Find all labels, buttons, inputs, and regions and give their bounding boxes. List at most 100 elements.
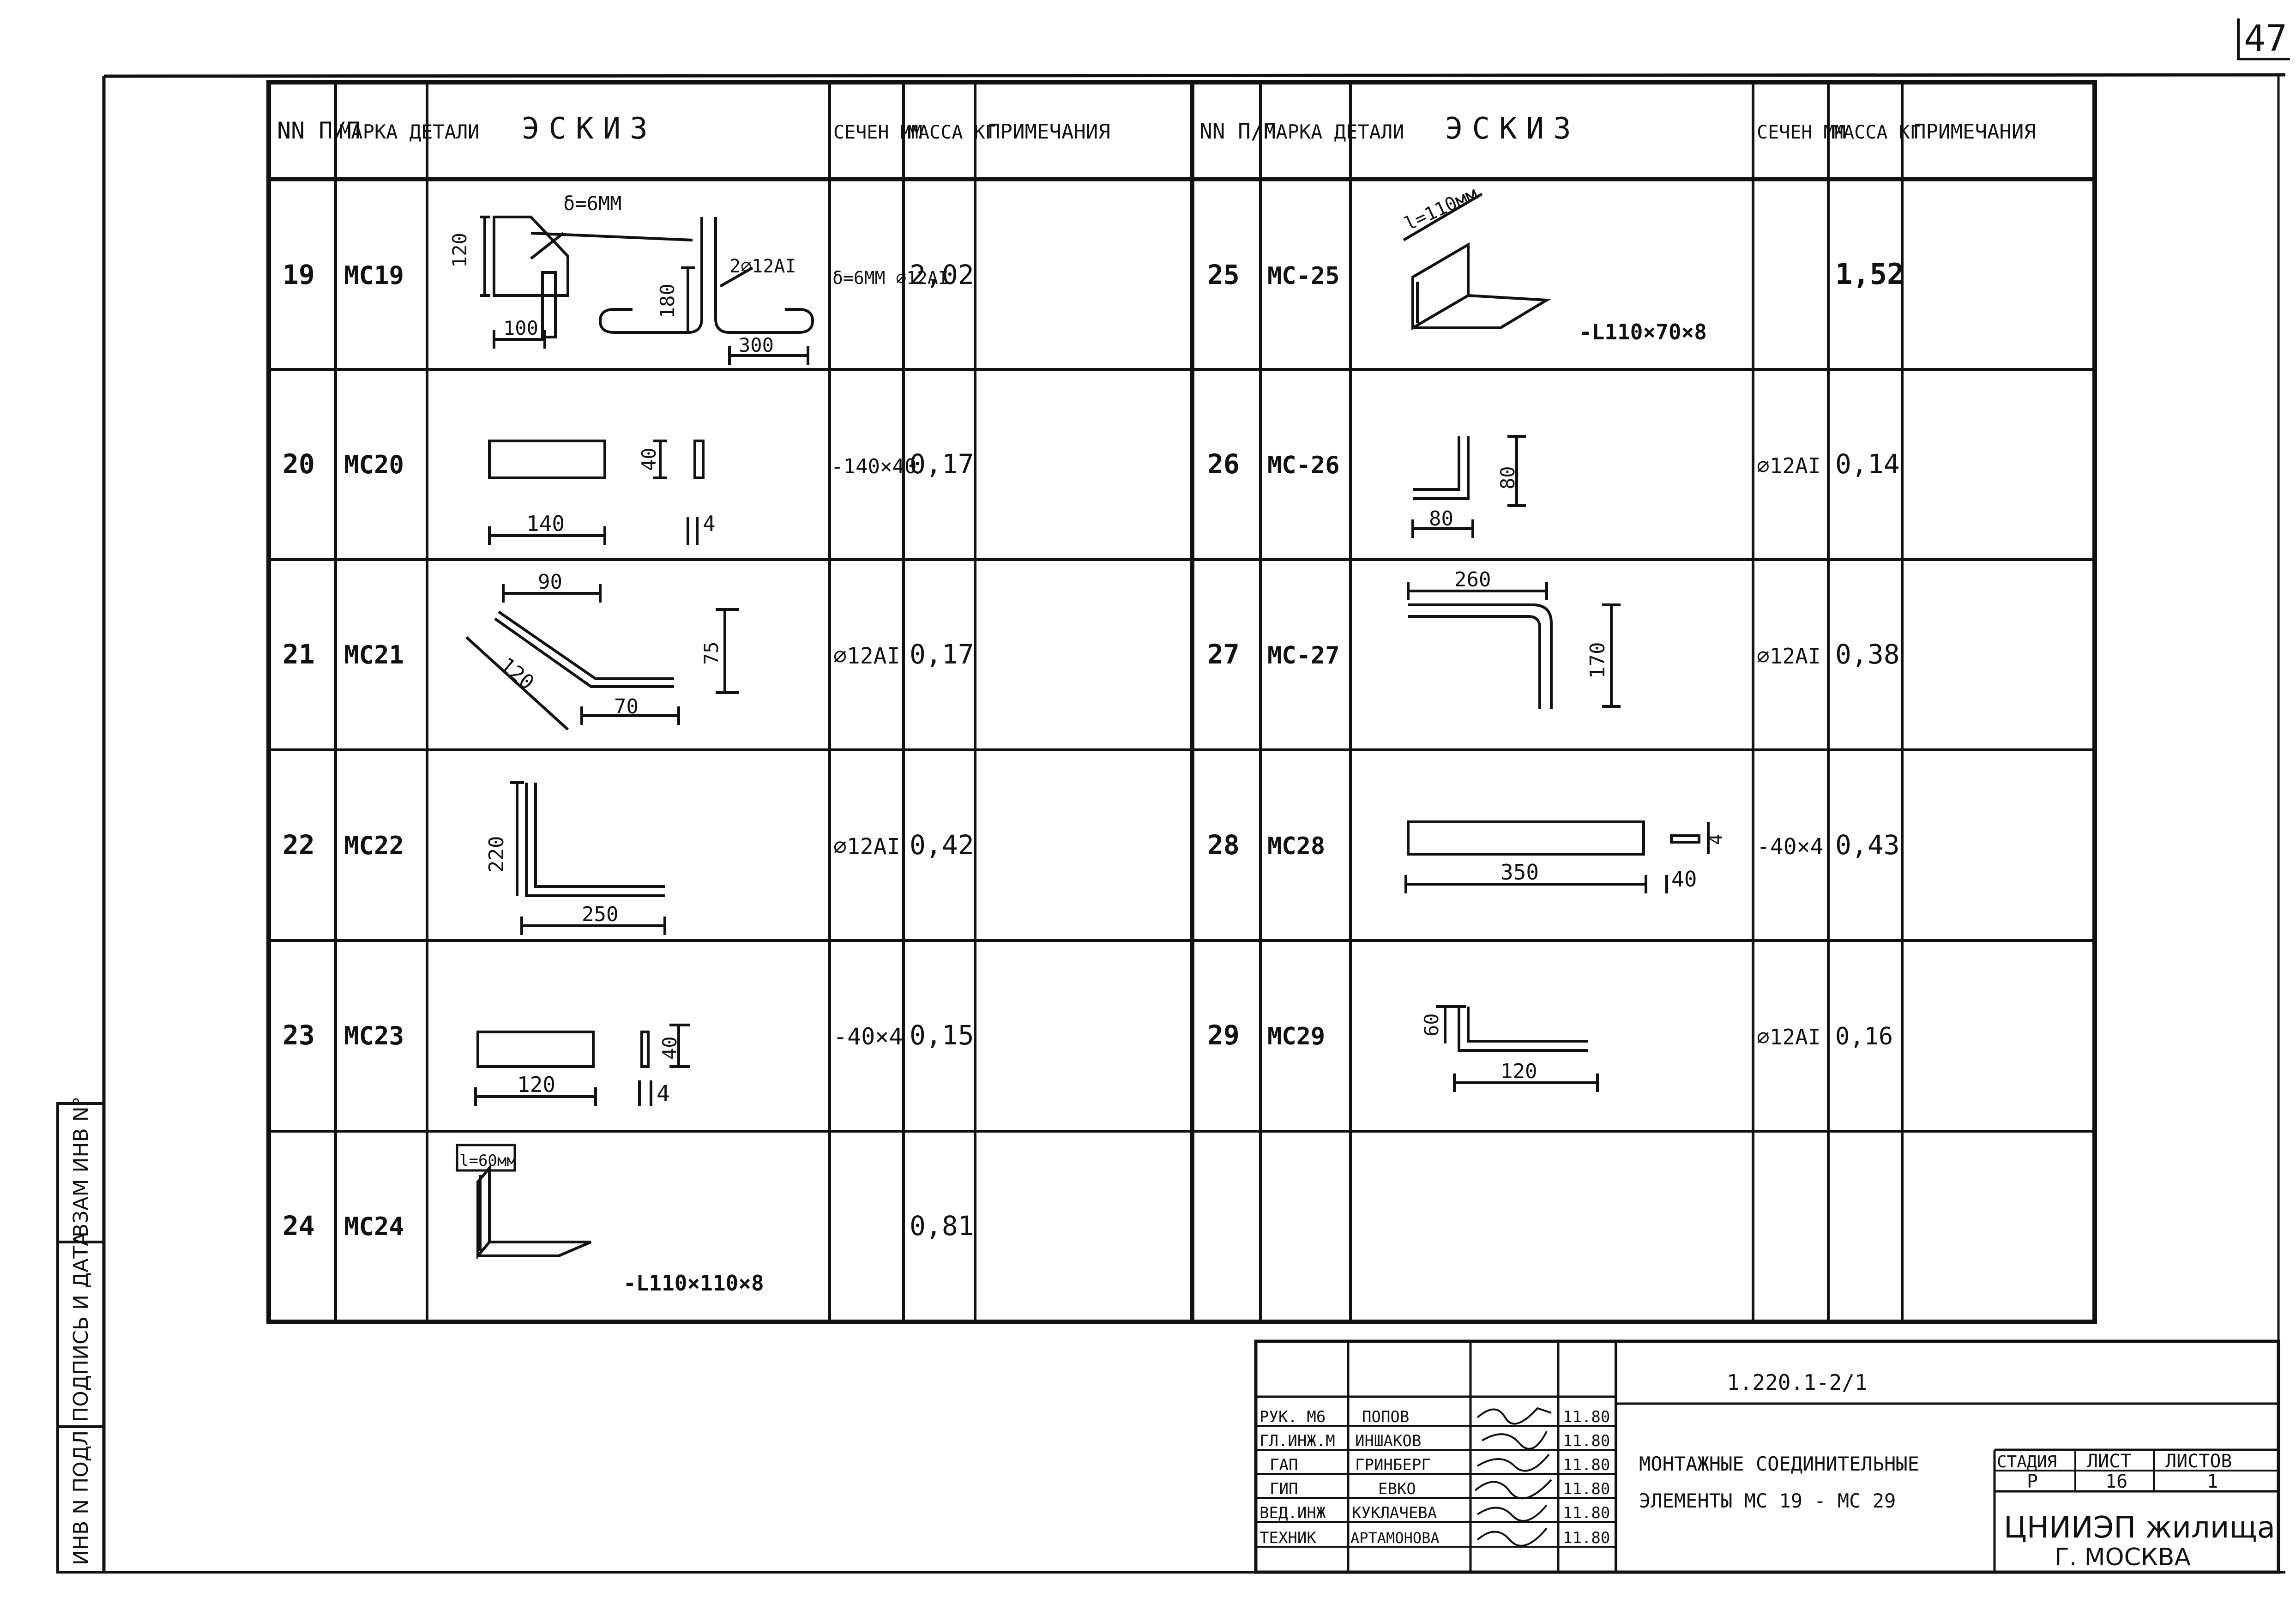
inv-no-label: ИНВ N ПОДЛ [69,1430,93,1565]
title-line-1: МОНТАЖНЫЕ СОЕДИНИТЕЛЬНЫЕ [1639,1453,1919,1475]
header-notes: ПРИМЕЧАНИЯ [1914,120,2036,144]
sketch-mc21-d1: 90 [538,570,562,594]
row-num: 24 [283,1210,315,1242]
city: Г. МОСКВА [2055,1544,2191,1571]
sketch-mc19-d5: 300 [739,334,774,356]
header-section: СЕЧЕН ММ [833,122,922,143]
row-mark: МС19 [344,261,404,290]
sketch-mc20-d1: 140 [526,511,565,536]
signer-date: 11.80 [1563,1456,1610,1474]
sketch-mc26 [1411,435,1526,538]
row-section: δ=6ММ ⌀12АI [832,268,949,288]
header-mass: МАССА КГ [1832,122,1921,143]
row-mark: МС-27 [1267,642,1340,669]
row-mark: МС-25 [1267,262,1340,290]
sketch-mc19-d2: 100 [503,317,538,339]
signer-date: 11.80 [1563,1408,1610,1426]
right-table [1190,80,2097,1324]
signer-row: ГИП ЕВКО 11.80 [1270,1480,1610,1498]
row-num: 19 [283,259,315,290]
header-notes: ПРИМЕЧАНИЯ [988,120,1110,144]
sketch-mc21-d3: 70 [614,695,639,718]
row-num: 28 [1207,829,1240,861]
sketch-mc27-d1: 260 [1454,568,1491,591]
sketch-mc23-d1: 120 [517,1072,555,1097]
signer-role: ГИП [1270,1480,1298,1498]
row-mass: 0,16 [1835,1023,1893,1050]
row-mark: МС28 [1267,832,1325,860]
row-num: 23 [283,1019,315,1051]
signer-row: ГАП ГРИНБЕРГ 11.80 [1270,1456,1610,1474]
sketch-mc25 [1403,193,1551,331]
sketch-mc29 [1436,1005,1599,1092]
sketch-mc28-d1: 350 [1501,860,1539,885]
row-mark: МС23 [344,1021,404,1050]
sketch-mc26-d2: 80 [1496,466,1519,489]
sketch-mc21 [465,584,739,731]
sketch-mc22-d2: 250 [582,903,618,926]
left-row-23: 23 МС23 -40×4 0,15 [283,1019,974,1051]
sketch-mc24-d1: l=60мм [459,1152,516,1170]
left-row-24: 24 МС24 0,81 [283,1210,974,1242]
header-mark: МАРКА ДЕТАЛИ [1264,121,1404,143]
sketch-mc23 [474,1024,690,1106]
sketch-mc26-d1: 80 [1429,507,1453,531]
doc-code: 1.220.1-2/1 [1727,1370,1868,1395]
sketch-mc23-d3: 4 [657,1081,670,1107]
sign-date-label: ПОДПИСЬ И ДАТА [69,1232,93,1422]
sheet-label: ЛИСТ [2087,1451,2131,1472]
row-num: 27 [1207,639,1240,670]
sketch-mc29-d2: 120 [1501,1060,1537,1083]
sketch-mc19-d1: 120 [448,233,471,268]
stage-label: СТАДИЯ [1997,1453,2057,1471]
row-mass: 0,81 [910,1210,974,1242]
signer-name: ИНШАКОВ [1355,1432,1421,1450]
row-num: 26 [1207,448,1240,480]
left-row-19: 19 МС19 δ=6ММ ⌀12АI 2,02 [283,259,974,290]
sketch-mc27 [1407,582,1621,709]
signatures [1474,1407,1552,1547]
sketch-mc19-d3: 180 [656,283,679,319]
sketch-mc23-d2: 40 [658,1036,681,1060]
row-mark: МС24 [344,1212,404,1241]
header-sketch: ЭСКИЗ [1445,112,1580,146]
signer-role: РУК. М6 [1259,1408,1326,1426]
signer-name: АРТАМОНОВА [1350,1529,1440,1547]
sketch-mc22-d1: 220 [485,836,508,873]
row-num: 21 [283,639,315,670]
row-mark: МС-26 [1267,452,1340,479]
left-row-20: 20 МС20 -140×40 0,17 [283,448,974,480]
sketch-mc24-d2: -L110×110×8 [623,1271,764,1296]
row-mark: МС29 [1267,1023,1325,1050]
left-table-header: NN П/П МАРКА ДЕТАЛИ ЭСКИЗ СЕЧЕН ММ МАССА… [277,112,1110,146]
organization: ЦНИИЭП жилища [2004,1511,2275,1545]
row-num: 22 [283,829,315,861]
row-section: ⌀12АI [1757,1025,1820,1049]
row-mass: 0,38 [1835,639,1900,670]
row-mass: 0,42 [910,829,974,861]
row-section: ⌀12АI [833,834,900,860]
sketch-mc22 [510,781,666,935]
sketch-mc28-d3: 4 [1705,834,1727,845]
row-section: -140×40 [831,455,916,478]
signer-role: ВЕД.ИНЖ [1259,1504,1326,1522]
sketch-mc21-d4: 75 [700,641,723,665]
row-mark: МС21 [344,640,404,669]
sketch-mc19-d4: 2⌀12АI [729,256,796,277]
signer-row: ВЕД.ИНЖ КУКЛАЧЕВА 11.80 [1259,1504,1610,1522]
row-section: ⌀12АI [1757,453,1820,478]
sketch-mc25-d2: -L110×70×8 [1579,320,1707,344]
signer-row: ТЕХНИК АРТАМОНОВА 11.80 [1259,1529,1610,1547]
header-mass: МАССА КГ [907,122,996,143]
sketch-mc19-thk: δ=6ММ [563,192,621,215]
sketch-mc28 [1404,820,1710,893]
right-row-26: 26 МС-26 ⌀12АI 0,14 [1207,448,1900,480]
row-mass: 0,15 [910,1019,974,1051]
right-row-25: 25 МС-25 1,52 [1207,257,1904,291]
signer-row: РУК. М6 ПОПОВ 11.80 [1259,1408,1610,1426]
header-num: NN П/П [277,117,361,144]
row-mass: 0,43 [1835,829,1900,861]
sketch-mc20 [488,440,705,545]
sketch-mc27-d2: 170 [1586,642,1609,679]
